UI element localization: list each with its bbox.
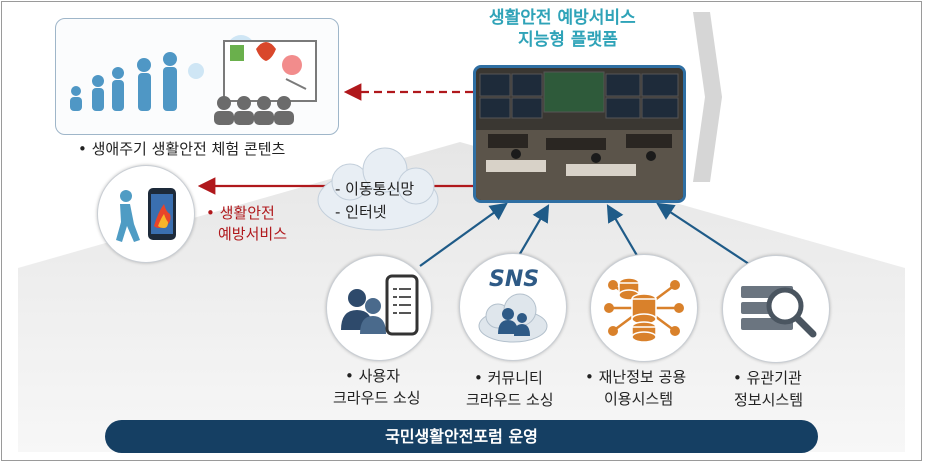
source-community-line2: 크라우드 소싱 (466, 391, 554, 409)
control-room-photo (473, 65, 686, 203)
source-disaster-line1: 재난정보 공용 (585, 368, 687, 387)
platform-title-line1: 생활안전 예방서비스 (489, 8, 636, 28)
service-label-line2: 예방서비스 (218, 225, 288, 243)
network-mobile: - 이동통신망 (335, 180, 415, 198)
lifecycle-illustration (70, 35, 317, 125)
source-community-circle (459, 253, 567, 361)
network-internet: - 인터넷 (335, 203, 387, 221)
source-user-line2: 크라우드 소싱 (333, 389, 421, 407)
database-network-icon (604, 277, 684, 343)
source-disaster-circle (590, 254, 698, 362)
source-agency-line1: 유관기관 (733, 369, 802, 388)
user-phone-icon (341, 274, 419, 336)
source-community-line1: 커뮤니티 (474, 369, 543, 388)
server-search-icon (741, 286, 817, 338)
contents-panel (55, 18, 339, 135)
walking-person-phone-icon (116, 188, 176, 242)
source-user-line1: 사용자 (345, 367, 400, 386)
source-agency-circle (722, 255, 830, 363)
source-disaster-line2: 이용시스템 (604, 390, 674, 408)
service-circle (97, 165, 195, 263)
chevron-right-icon (693, 12, 722, 182)
contents-caption: 생애주기 생활안전 체험 콘텐츠 (78, 140, 286, 159)
forum-bar: 국민생활안전포럼 운영 (105, 420, 818, 453)
person-silhouettes (70, 52, 177, 111)
forum-bar-label: 국민생활안전포럼 운영 (385, 427, 538, 446)
sns-cloud-icon (478, 293, 548, 343)
arrow-source-4 (656, 202, 753, 267)
platform-title-line2: 지능형 플랫폼 (518, 30, 618, 50)
control-room-image (476, 68, 683, 200)
arrow-source-1 (419, 202, 508, 267)
source-user-circle (326, 255, 432, 361)
sns-badge: SNS (489, 267, 540, 292)
service-label-line1: 생활안전 (206, 204, 275, 223)
source-agency-line2: 정보시스템 (734, 391, 804, 409)
audience-silhouettes (214, 96, 294, 125)
